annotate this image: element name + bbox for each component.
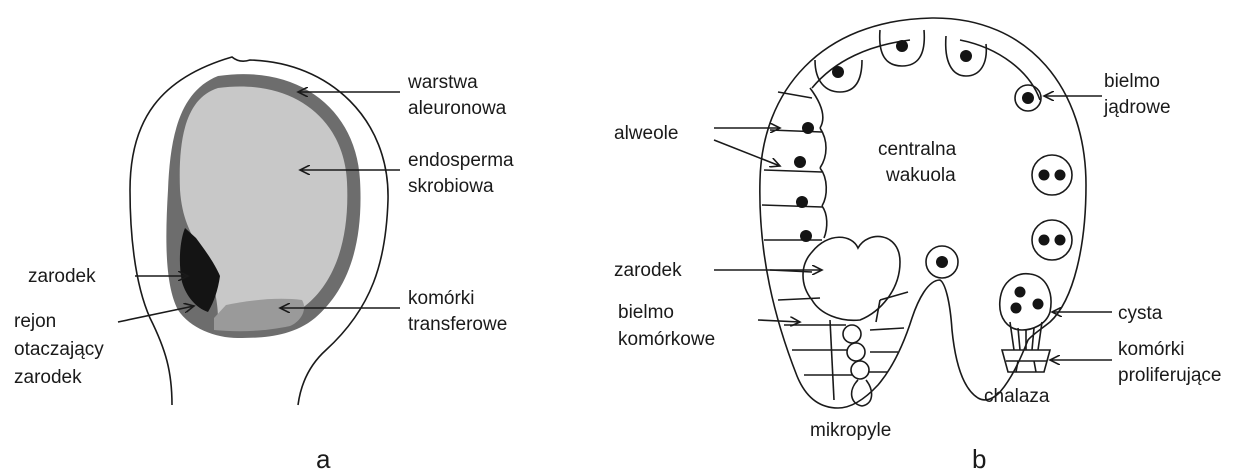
label-chalaza: chalaza [984, 386, 1050, 407]
label-aleurone-1: warstwa [407, 72, 478, 93]
panel-a: warstwa aleuronowa endosperma skrobiowa … [14, 57, 514, 474]
label-endosperm-1: endosperma [408, 150, 514, 171]
label-embryo-a: zarodek [28, 266, 96, 287]
central-vacuole-wall [812, 40, 910, 88]
panel-b: alweole bielmo jądrowe centralna wakuola… [614, 18, 1222, 474]
proliferating-cells [1002, 350, 1050, 372]
label-endosperm-2: skrobiowa [408, 176, 494, 197]
caption-a: a [316, 444, 331, 474]
arrow-alveoli-2 [714, 140, 780, 166]
label-region-1: rejon [14, 311, 56, 332]
arrow-cellular [758, 320, 800, 322]
label-vacuole-2: wakuola [885, 165, 956, 186]
label-nuclear-1: bielmo [1104, 71, 1160, 92]
label-alveoli: alweole [614, 123, 678, 144]
label-cyst: cysta [1118, 303, 1163, 324]
label-embryo-b: zarodek [614, 260, 682, 281]
label-region-3: zarodek [14, 367, 82, 388]
label-micropyle: mikropyle [810, 420, 891, 441]
label-cellular-1: bielmo [618, 302, 674, 323]
label-transfer-1: komórki [408, 288, 475, 309]
label-vacuole-1: centralna [878, 139, 957, 160]
label-nuclear-2: jądrowe [1103, 97, 1171, 118]
suspensor [843, 325, 872, 406]
label-cellular-2: komórkowe [618, 329, 715, 350]
label-prolif-2: proliferujące [1118, 365, 1222, 386]
embryo-b [803, 236, 900, 320]
label-aleurone-2: aleuronowa [408, 98, 507, 119]
cyst [1000, 274, 1051, 330]
label-prolif-1: komórki [1118, 339, 1185, 360]
caption-b: b [972, 444, 986, 474]
label-region-2: otaczający [14, 339, 104, 360]
label-transfer-2: transferowe [408, 314, 507, 335]
